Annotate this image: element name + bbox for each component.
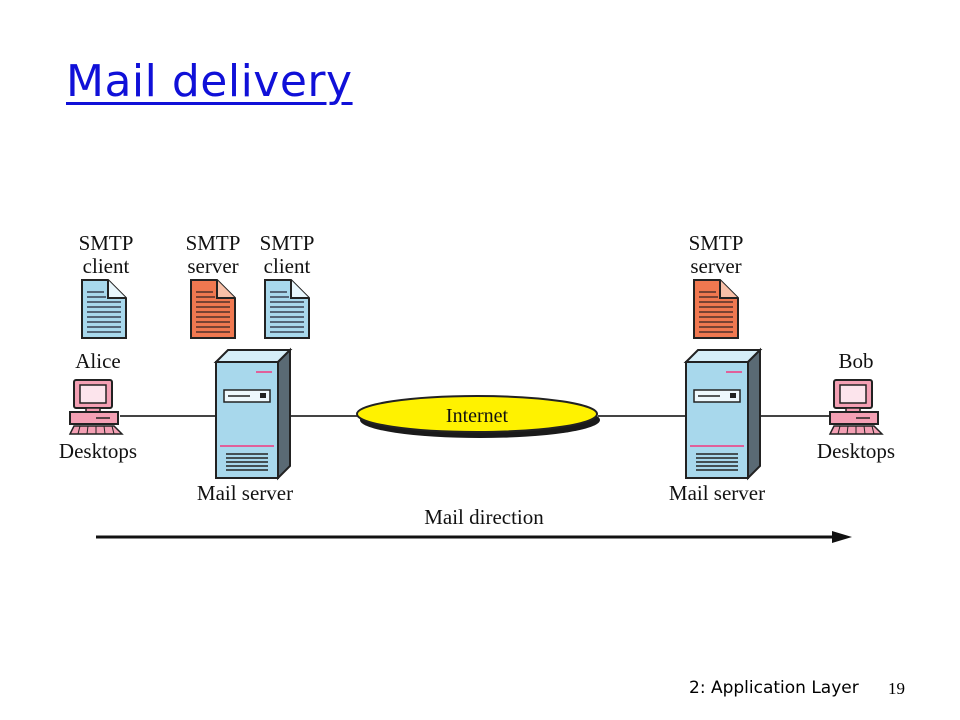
bob-desktop-icon [829, 379, 883, 435]
page-number: 19 [888, 679, 905, 698]
internet-label: Internet [446, 405, 509, 427]
sender-mail-server-label: Mail server [197, 481, 293, 505]
bob-desktop-type-label: Desktops [817, 439, 895, 463]
footer-section-label: 2: Application Layer [689, 678, 859, 698]
role-label-alice-client-line2: client [83, 254, 130, 278]
alice-desktop-icon [69, 379, 123, 435]
bob-label: Bob [838, 349, 873, 373]
role-label-alice-client-line1: SMTP [79, 231, 134, 255]
receiver-mail-server-label: Mail server [669, 481, 765, 505]
internet-cloud-icon [356, 395, 600, 438]
role-label-sender-client-line2: client [264, 254, 311, 278]
smtp-client-document-icon [81, 279, 127, 339]
sender-mail-server-icon [215, 349, 291, 479]
mail-direction-label: Mail direction [424, 505, 544, 529]
role-label-receiver-server-line1: SMTP [689, 231, 744, 255]
smtp-server-document-icon [693, 279, 739, 339]
alice-label: Alice [75, 349, 120, 373]
role-label-sender-server-line2: server [187, 254, 238, 278]
receiver-mail-server-icon [685, 349, 761, 479]
smtp-client-document-icon [264, 279, 310, 339]
smtp-server-document-icon [190, 279, 236, 339]
mail-direction-arrow [96, 531, 852, 543]
role-label-sender-client-line1: SMTP [260, 231, 315, 255]
slide-title: Mail delivery [66, 56, 353, 107]
role-label-receiver-server-line2: server [690, 254, 741, 278]
role-label-sender-server-line1: SMTP [186, 231, 241, 255]
alice-desktop-type-label: Desktops [59, 439, 137, 463]
